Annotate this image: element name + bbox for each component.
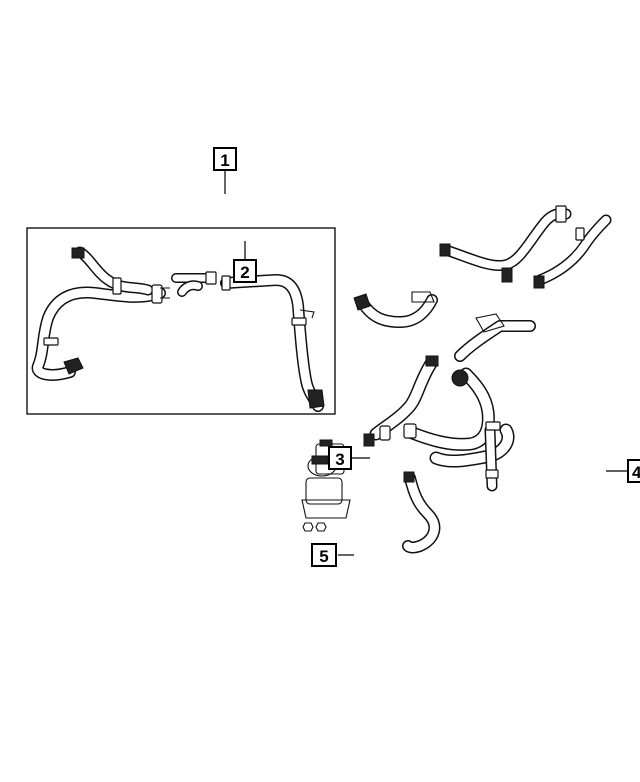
inset-hose-left (31, 246, 170, 381)
center-hose-upper (353, 291, 438, 328)
inset-box (26, 227, 336, 415)
upper-right-hoses (439, 205, 612, 289)
callout-5: 5 (311, 543, 337, 567)
main-hose-assembly (363, 313, 536, 492)
callout-2: 2 (233, 259, 257, 283)
nuts (302, 522, 327, 532)
callout-3: 3 (328, 446, 352, 470)
callout-1: 1 (213, 147, 237, 171)
inset-hose-right (220, 274, 325, 412)
callout-4: 4 (627, 459, 640, 483)
inset-fittings (171, 271, 217, 297)
lower-hose (402, 471, 441, 554)
